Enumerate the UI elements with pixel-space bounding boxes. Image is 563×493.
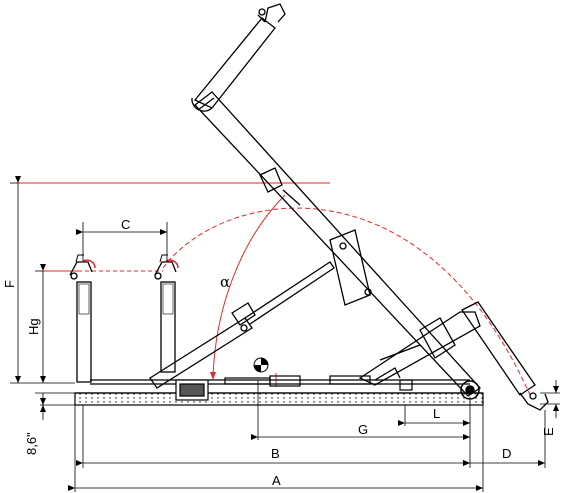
dim-label-height-86: 8,6" (24, 432, 39, 455)
angle-arrow-head (210, 372, 216, 380)
main-cylinder (149, 261, 335, 389)
dim-label-a: A (272, 473, 281, 488)
dim-label-l: L (433, 406, 440, 421)
dim-label-d: D (502, 446, 511, 461)
rear-jib (358, 301, 549, 411)
dimension-lines (10, 176, 560, 492)
center-of-gravity-icon (253, 357, 269, 373)
angle-label-alpha: α (220, 273, 230, 291)
container-hooks (75, 254, 179, 269)
main-boom (194, 91, 481, 397)
reach-arc (18, 182, 531, 396)
dim-label-g: G (358, 422, 368, 437)
dim-label-c: C (121, 217, 130, 232)
dim-label-b: B (271, 446, 280, 461)
dim-label-e: E (541, 427, 556, 436)
subframe (74, 375, 484, 406)
dim-label-f: F (2, 280, 17, 288)
container-frame (69, 261, 177, 383)
upper-arm (191, 3, 286, 112)
dim-label-hg: Hg (26, 318, 41, 335)
